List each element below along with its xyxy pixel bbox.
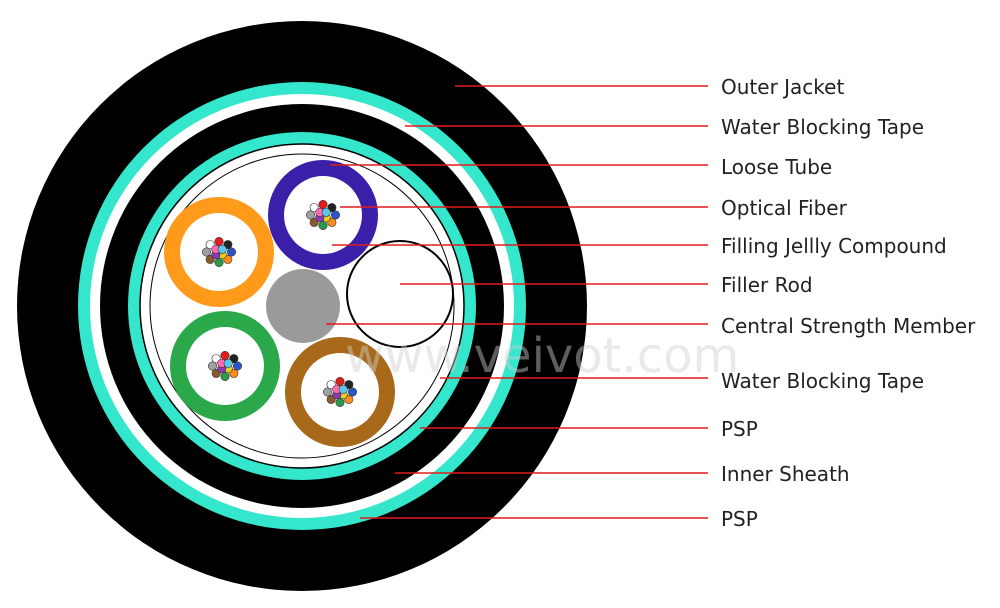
loose-tube-brown xyxy=(285,337,395,447)
label-psp-2: PSP xyxy=(721,507,758,531)
optical-fiber xyxy=(335,397,345,407)
filler-rod xyxy=(346,240,454,348)
optical-fiber xyxy=(202,247,212,257)
label-psp-1: PSP xyxy=(721,417,758,441)
optical-fiber xyxy=(318,221,328,231)
optical-fiber xyxy=(305,210,315,220)
optical-fiber xyxy=(318,200,328,210)
label-optical-fiber: Optical Fiber xyxy=(721,196,848,220)
leader-lines xyxy=(326,85,708,519)
label-inner-sheath: Inner Sheath xyxy=(721,462,850,486)
watermark: www.veivot.com xyxy=(345,328,739,384)
loose-tube-blue xyxy=(268,160,378,270)
optical-fiber xyxy=(347,387,357,397)
optical-fiber xyxy=(220,371,230,381)
label-central-strength-member: Central Strength Member xyxy=(721,314,976,338)
optical-fiber xyxy=(338,384,348,394)
optical-fiber xyxy=(214,237,224,247)
label-loose-tube: Loose Tube xyxy=(721,155,832,179)
label-filler-rod: Filler Rod xyxy=(721,273,813,297)
label-water-blocking-tape-2: Water Blocking Tape xyxy=(721,369,924,393)
optical-fiber xyxy=(217,244,227,254)
loose-tube-orange xyxy=(164,197,274,307)
loose-tube-green xyxy=(170,311,280,421)
optical-fiber xyxy=(330,210,340,220)
optical-fiber xyxy=(227,247,237,257)
label-outer-jacket: Outer Jacket xyxy=(721,75,844,99)
optical-fiber xyxy=(220,350,230,360)
optical-fiber xyxy=(208,361,218,371)
central-strength-member xyxy=(266,269,340,343)
optical-fiber xyxy=(322,387,332,397)
optical-fiber xyxy=(321,207,331,217)
label-water-blocking-tape-1: Water Blocking Tape xyxy=(721,115,924,139)
optical-fiber xyxy=(223,358,233,368)
label-filling-jelly-compound: Filling Jellly Compound xyxy=(721,234,947,258)
optical-fiber xyxy=(214,257,224,267)
optical-fiber xyxy=(233,361,243,371)
optical-fiber xyxy=(335,376,345,386)
